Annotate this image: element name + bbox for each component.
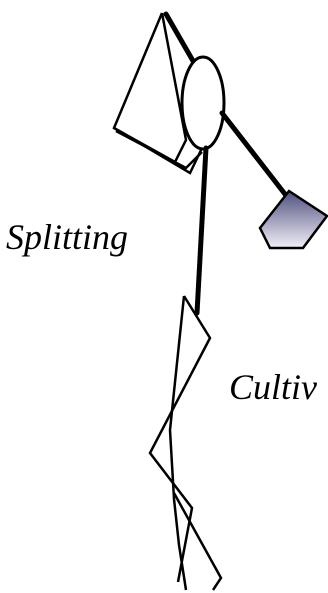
head-oval: [182, 57, 224, 149]
axe-head-block: [260, 191, 327, 248]
right-foot-line: [174, 493, 221, 590]
cultivating-label: Cultiv: [229, 367, 317, 407]
body-line: [197, 148, 206, 313]
splitting-label: Splitting: [6, 217, 128, 257]
arm-handle-line: [222, 113, 288, 198]
wedge-shape-inner: [114, 13, 186, 162]
